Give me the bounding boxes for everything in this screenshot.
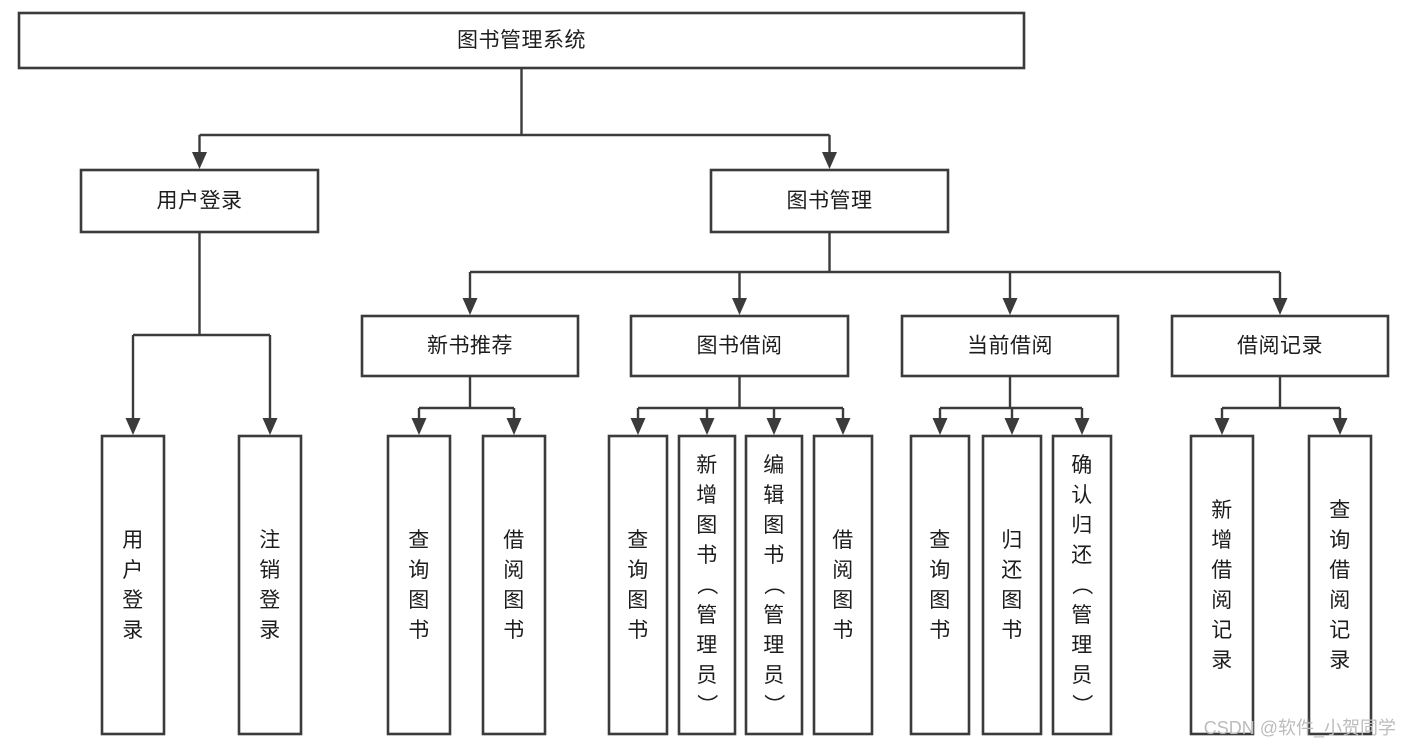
leaf-node-leaf-borrow-book-1[interactable]: 借阅图书 (481, 434, 547, 736)
level2-node-book-management[interactable]: 图书管理 (709, 168, 950, 234)
node-label: 注销登录 (259, 529, 281, 642)
node-rect (744, 434, 804, 736)
nodes-layer: 图书管理系统用户登录图书管理新书推荐图书借阅当前借阅借阅记录用户登录注销登录查询… (17, 11, 1390, 736)
level3-node-borrow-record[interactable]: 借阅记录 (1170, 314, 1390, 378)
node-label: 归还图书 (1001, 529, 1023, 642)
leaf-node-leaf-confirm-return[interactable]: 确认归还（管理员） (1051, 434, 1113, 736)
node-label: 查询借阅记录 (1329, 499, 1351, 672)
leaf-node-leaf-return-book[interactable]: 归还图书 (981, 434, 1043, 736)
arrow-head-icon (630, 418, 646, 435)
node-rect (100, 434, 166, 736)
arrow-head-icon (1002, 298, 1018, 315)
node-rect (677, 434, 737, 736)
connectors-layer (125, 68, 1348, 435)
leaf-node-leaf-query-record[interactable]: 查询借阅记录 (1307, 434, 1373, 736)
arrow-head-icon (1332, 418, 1348, 435)
level3-node-current-borrow[interactable]: 当前借阅 (900, 314, 1120, 378)
node-label: 图书借阅 (697, 335, 783, 358)
csdn-watermark: CSDN @软件_小贺同学 (1204, 718, 1396, 739)
leaf-node-leaf-query-book-1[interactable]: 查询图书 (386, 434, 452, 736)
arrow-head-icon (699, 418, 715, 435)
node-label: 查询图书 (929, 529, 951, 642)
arrow-head-icon (732, 298, 747, 315)
node-label: 确认归还（管理员） (1071, 454, 1093, 717)
node-label: 借阅图书 (503, 529, 525, 642)
node-rect (237, 434, 303, 736)
node-rect (709, 168, 950, 234)
leaf-node-leaf-borrow-book-2[interactable]: 借阅图书 (812, 434, 874, 736)
node-label: 新增图书（管理员） (696, 454, 718, 717)
leaf-node-leaf-query-book-3[interactable]: 查询图书 (909, 434, 971, 736)
root-node-undefined[interactable]: 图书管理系统 (17, 11, 1026, 70)
arrow-head-icon (835, 418, 851, 435)
node-rect (1189, 434, 1255, 736)
leaf-node-leaf-add-book[interactable]: 新增图书（管理员） (677, 434, 737, 736)
node-rect (607, 434, 669, 736)
node-label: 新书推荐 (427, 335, 513, 358)
arrow-head-icon (192, 152, 207, 169)
node-label: 用户登录 (122, 529, 144, 642)
arrow-head-icon (1272, 298, 1288, 315)
arrow-head-icon (462, 298, 478, 315)
node-label: 新增借阅记录 (1211, 499, 1233, 672)
node-label: 编辑图书（管理员） (763, 454, 785, 717)
node-rect (360, 314, 580, 378)
node-label: 图书管理 (787, 190, 873, 213)
arrow-head-icon (262, 418, 278, 435)
node-rect (909, 434, 971, 736)
arrow-head-icon (932, 418, 948, 435)
arrow-head-icon (125, 418, 141, 435)
node-label: 查询图书 (408, 529, 430, 642)
node-rect (629, 314, 850, 378)
node-label: 当前借阅 (967, 335, 1053, 358)
arrow-head-icon (1214, 418, 1230, 435)
arrow-head-icon (411, 418, 427, 435)
arrow-head-icon (506, 418, 522, 435)
node-label: 用户登录 (157, 190, 243, 213)
arrow-head-icon (1074, 418, 1090, 435)
leaf-node-leaf-edit-book[interactable]: 编辑图书（管理员） (744, 434, 804, 736)
leaf-node-leaf-logout-login[interactable]: 注销登录 (237, 434, 303, 736)
level2-node-user-login[interactable]: 用户登录 (79, 168, 320, 234)
node-label: 查询图书 (627, 529, 649, 642)
leaf-node-leaf-query-book-2[interactable]: 查询图书 (607, 434, 669, 736)
node-rect (1307, 434, 1373, 736)
leaf-node-leaf-add-record[interactable]: 新增借阅记录 (1189, 434, 1255, 736)
arrow-head-icon (766, 418, 782, 435)
node-rect (900, 314, 1120, 378)
node-rect (386, 434, 452, 736)
node-label: 图书管理系统 (457, 29, 586, 52)
level3-node-new-book-recommend[interactable]: 新书推荐 (360, 314, 580, 378)
node-rect (79, 168, 320, 234)
node-rect (481, 434, 547, 736)
node-rect (1170, 314, 1390, 378)
node-rect (981, 434, 1043, 736)
node-rect (17, 11, 1026, 70)
level3-node-book-borrow[interactable]: 图书借阅 (629, 314, 850, 378)
node-rect (812, 434, 874, 736)
node-label: 借阅记录 (1237, 335, 1323, 358)
leaf-node-leaf-user-login[interactable]: 用户登录 (100, 434, 166, 736)
node-rect (1051, 434, 1113, 736)
arrow-head-icon (1004, 418, 1020, 435)
node-label: 借阅图书 (832, 529, 854, 642)
arrow-head-icon (822, 152, 837, 169)
